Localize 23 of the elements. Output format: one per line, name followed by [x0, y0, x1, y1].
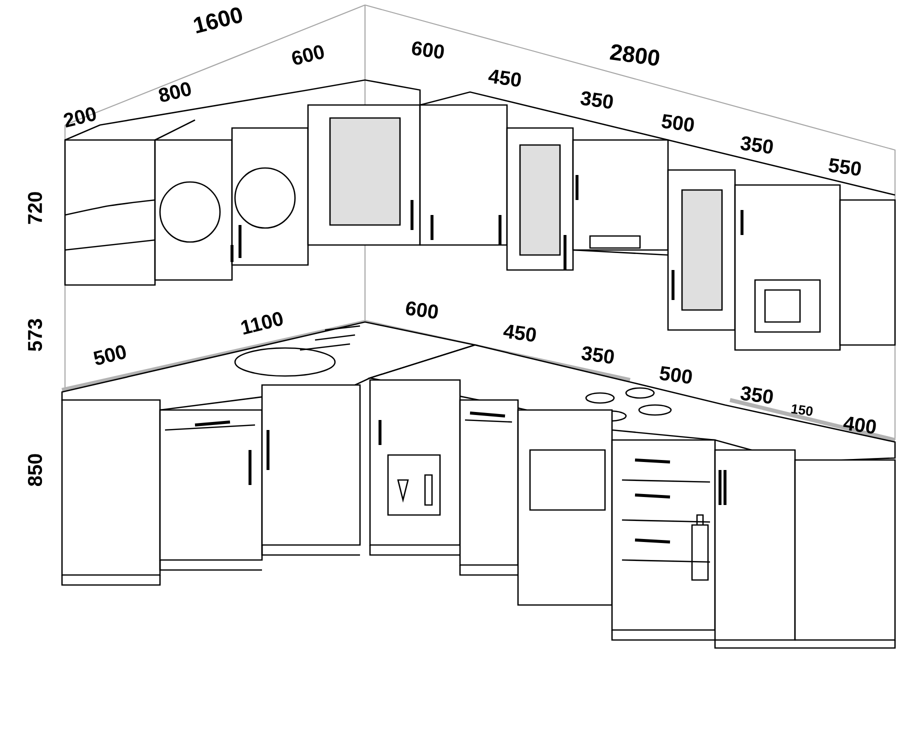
dimension-label: 150 [791, 404, 813, 416]
dimension-label: 500 [660, 366, 692, 384]
dimension-label: 800 [158, 82, 191, 102]
dimension-label: 1100 [241, 312, 283, 335]
dimension-label: 450 [488, 70, 521, 87]
dimension-label: 600 [292, 45, 324, 65]
dimension-label: 450 [503, 324, 536, 342]
dimension-label: 1600 [194, 7, 242, 34]
dimension-label: 400 [843, 416, 876, 434]
dimension-label: 350 [582, 346, 614, 364]
dimension-label: 500 [662, 114, 694, 132]
dimension-label: 2800 [610, 44, 660, 66]
dimension-label: 600 [406, 301, 438, 319]
dimension-label: 350 [580, 91, 613, 109]
dimension-label: 550 [828, 158, 861, 176]
dimension-label: 500 [94, 345, 126, 365]
dimension-label: 350 [740, 386, 773, 404]
dimension-label: 350 [740, 136, 773, 154]
dimension-label: 200 [64, 107, 96, 128]
dimension-label: 850 [28, 454, 42, 486]
dimension-label: 573 [28, 319, 42, 352]
dimension-label: 600 [412, 41, 444, 59]
dimension-label: 720 [28, 192, 42, 224]
